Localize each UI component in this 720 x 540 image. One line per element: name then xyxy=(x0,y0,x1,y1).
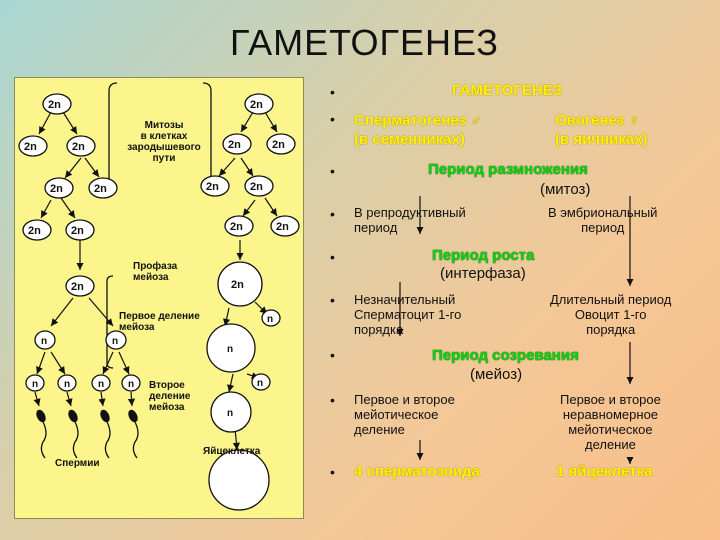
label-first-division: Первое деление мейоза xyxy=(119,311,200,333)
bullet: • xyxy=(330,347,335,363)
oogenesis-label: Овогенез ♀ (в яичниках) xyxy=(555,112,648,148)
svg-text:2n: 2n xyxy=(71,225,84,237)
right-header: ГАМЕТОГЕНЕЗ xyxy=(452,82,563,99)
svg-text:n: n xyxy=(267,314,273,325)
svg-text:2n: 2n xyxy=(50,183,63,195)
spermatogenesis-label: Сперматогенез ♂ (в семенниках) xyxy=(354,112,482,148)
node-2n: 2n xyxy=(48,99,61,111)
bullet: • xyxy=(330,464,335,480)
svg-text:n: n xyxy=(227,344,233,355)
male-arrows xyxy=(36,111,130,375)
node-labels: 2n 2n 2n 2n 2n 2n 2n 2n n n n n n n 2n 2… xyxy=(24,99,289,419)
label-prophase: Профаза мейоза xyxy=(133,261,178,283)
svg-text:n: n xyxy=(41,336,47,347)
repro-period: В репродуктивный период xyxy=(354,205,466,235)
oocyte-text: Длительный период Овоцит 1-го порядка xyxy=(550,292,672,337)
svg-text:2n: 2n xyxy=(272,139,285,151)
svg-text:2n: 2n xyxy=(250,181,263,193)
label-mitoses: Митозы в клетках зародышевого пути xyxy=(127,120,201,164)
meiotic-male-text: Первое и второе мейотическое деление xyxy=(354,392,455,437)
gametogenesis-diagram: 2n 2n 2n 2n 2n 2n 2n 2n n n n n n n 2n 2… xyxy=(14,77,304,519)
svg-text:2n: 2n xyxy=(71,281,84,293)
mitosis-label: (митоз) xyxy=(540,181,591,198)
sperm-cells xyxy=(36,409,139,459)
maturation-period: Период созревания xyxy=(432,347,579,364)
female-nodes xyxy=(200,93,300,511)
svg-text:2n: 2n xyxy=(250,99,263,111)
meiotic-female-text: Первое и второе неравномерное мейотическ… xyxy=(560,392,661,452)
svg-text:2n: 2n xyxy=(231,279,244,291)
svg-text:2n: 2n xyxy=(24,141,37,153)
bullet: • xyxy=(330,163,335,179)
svg-text:2n: 2n xyxy=(72,141,85,153)
male-nodes xyxy=(18,93,141,392)
svg-text:n: n xyxy=(227,408,233,419)
page-title: ГАМЕТОГЕНЕЗ xyxy=(230,22,499,63)
bullet: • xyxy=(330,292,335,308)
svg-text:2n: 2n xyxy=(94,183,107,195)
svg-text:2n: 2n xyxy=(206,181,219,193)
interphase-label: (интерфаза) xyxy=(440,265,526,282)
svg-text:2n: 2n xyxy=(276,221,289,233)
bullet: • xyxy=(330,249,335,265)
spermatocyte-text: Незначительный Сперматоцит 1-го порядка xyxy=(354,292,462,337)
label-second-division: Второе деление мейоза xyxy=(149,380,191,413)
bullet: • xyxy=(330,84,335,100)
svg-text:n: n xyxy=(257,378,263,389)
embryo-period: В эмбриональный период xyxy=(548,205,658,235)
proliferation-period: Период размножения xyxy=(428,161,588,178)
one-egg-result: 1 яйцеклетка xyxy=(556,463,653,480)
four-sperm-result: 4 сперматозоида xyxy=(354,463,480,480)
bullet: • xyxy=(330,206,335,222)
svg-text:n: n xyxy=(112,336,118,347)
svg-text:n: n xyxy=(32,379,38,390)
female-arrows xyxy=(218,111,278,451)
svg-text:2n: 2n xyxy=(28,225,41,237)
bullet: • xyxy=(330,111,335,127)
bullet: • xyxy=(330,392,335,408)
svg-text:n: n xyxy=(98,379,104,390)
diagram-svg: 2n 2n 2n 2n 2n 2n 2n 2n n n n n n n 2n 2… xyxy=(18,82,300,511)
svg-text:n: n xyxy=(128,379,134,390)
growth-period: Период роста xyxy=(432,247,535,264)
sperm-arrows xyxy=(33,391,136,407)
svg-text:n: n xyxy=(64,379,70,390)
label-sperm: Спермии xyxy=(55,458,100,469)
svg-text:2n: 2n xyxy=(228,139,241,151)
label-egg: Яйцеклетка xyxy=(203,446,261,457)
svg-text:2n: 2n xyxy=(230,221,243,233)
meiosis-label: (мейоз) xyxy=(470,366,523,383)
